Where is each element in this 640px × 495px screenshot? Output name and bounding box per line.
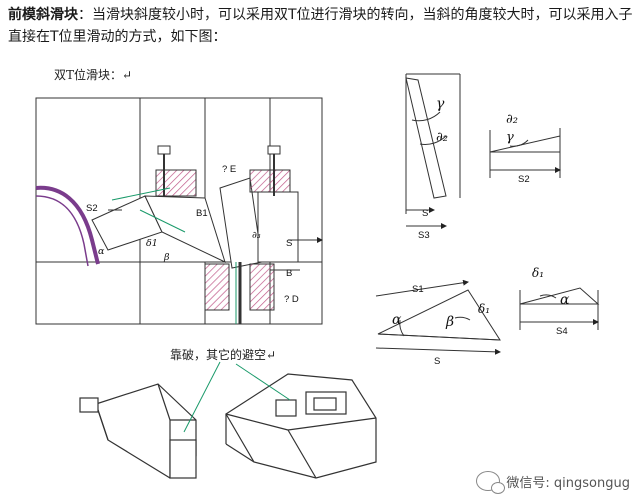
label-s2: S2 [86,203,98,214]
callout-leader-right [235,363,291,401]
label-s-bottom: S [434,356,441,367]
intro-paragraph: 前模斜滑块：当滑块斜度较小时，可以采用双T位进行滑块的转向，当斜的角度较大时，可… [8,4,634,48]
label-beta2: β [446,314,455,330]
label-gamma: γ [436,96,445,112]
intro-title: 前模斜滑块 [8,7,78,23]
label-s-top: S [422,208,429,219]
label-b: B [286,268,293,279]
label-s4: S4 [556,326,568,337]
label-s3: S3 [418,230,430,241]
wechat-icon [476,471,506,494]
watermark-text: 微信号: qingsongug [506,475,630,491]
label-delta1c: δ₁ [532,266,545,280]
label-delta2b: ∂₂ [506,112,518,127]
label-s2b: S2 [518,174,530,185]
label-b1: B1 [196,208,208,219]
label-s: S [286,238,293,249]
mold-section [35,97,323,325]
figure-label: 双T位滑块：↵ [54,68,133,82]
label-beta: β [164,252,170,263]
label-delta2: ∂₂ [436,130,448,145]
label-delta1: δ1 [146,238,158,249]
label-alpha2: α [392,312,402,328]
label-gammab: γ [506,130,514,145]
label-d: ? D [284,294,299,305]
label-alpha: α [98,246,105,257]
label-s1: S1 [412,284,424,295]
watermark: 微信号: qingsongug [476,471,630,494]
label-delta3: ∂₃ [252,230,261,241]
label-alpha3: α [560,292,570,308]
callout-leader-left [183,361,221,433]
sketch-left [79,383,197,479]
label-e: ? E [222,164,237,175]
label-delta1b: δ₁ [478,302,491,316]
diagram-bottom-right [375,279,600,355]
sketch-right [225,373,377,479]
diagram-top-right [405,73,561,229]
intro-body: ：当滑块斜度较小时，可以采用双T位进行滑块的转向，当斜的角度较大时，可以采用入子… [8,7,633,45]
callout-label: 靠破，其它的避空↵ [170,348,277,362]
